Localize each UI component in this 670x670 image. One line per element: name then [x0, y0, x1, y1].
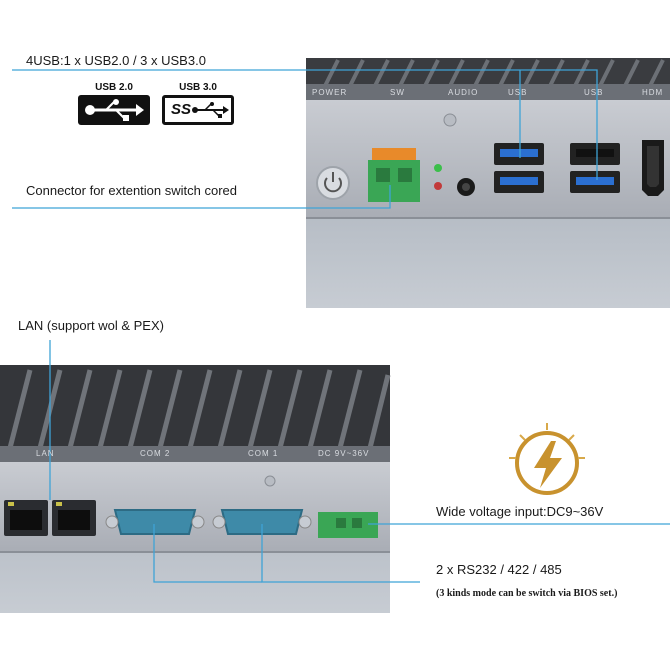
label-power: POWER: [312, 88, 348, 97]
callout-usb: 4USB:1 x USB2.0 / 3 x USB3.0: [26, 53, 206, 68]
callout-lines: [12, 69, 670, 583]
callout-rs232-note: (3 kinds mode can be switch via BIOS set…: [436, 588, 618, 599]
callout-voltage: Wide voltage input:DC9~36V: [436, 504, 604, 519]
switch-terminal-orange: [372, 148, 416, 162]
bottom-heatsink-fins: [7, 369, 391, 449]
usb3-badge: USB 3.0 SS: [162, 82, 234, 126]
label-com1: COM 1: [248, 449, 279, 458]
usb2-badge: USB 2.0: [78, 82, 150, 126]
usb-ss-icon: SS: [162, 95, 234, 125]
usb2-badge-label: USB 2.0: [95, 82, 133, 93]
bottom-label-strip: [0, 446, 390, 462]
com1-port: [212, 509, 312, 535]
led-green: [434, 164, 442, 172]
usb-trident-icon: [78, 95, 150, 125]
callout-lan: LAN (support wol & PEX): [18, 318, 164, 333]
bottom-screw: [264, 475, 276, 487]
label-com2: COM 2: [140, 449, 171, 458]
dc-terminal: [318, 512, 378, 538]
label-audio: AUDIO: [448, 88, 479, 97]
usb3-badge-label: USB 3.0: [179, 82, 217, 93]
led-red: [434, 182, 442, 190]
panel-screw: [443, 113, 457, 127]
label-usb-1: USB: [508, 88, 528, 97]
label-lan: LAN: [36, 449, 55, 458]
callout-rs232: 2 x RS232 / 422 / 485: [436, 562, 562, 577]
label-usb-2: USB: [584, 88, 604, 97]
power-button[interactable]: [316, 166, 350, 200]
com2-port: [105, 509, 205, 535]
voltage-bolt-icon: [509, 423, 585, 495]
callout-connector: Connector for extention switch cored: [26, 183, 237, 198]
switch-terminal-green: [368, 160, 420, 202]
label-hdmi: HDM: [642, 88, 664, 97]
label-dc: DC 9V~36V: [318, 449, 370, 458]
label-sw: SW: [390, 88, 405, 97]
top-label-strip: [306, 84, 670, 100]
power-icon: [324, 177, 342, 193]
usb-ss-text: SS: [171, 101, 192, 118]
